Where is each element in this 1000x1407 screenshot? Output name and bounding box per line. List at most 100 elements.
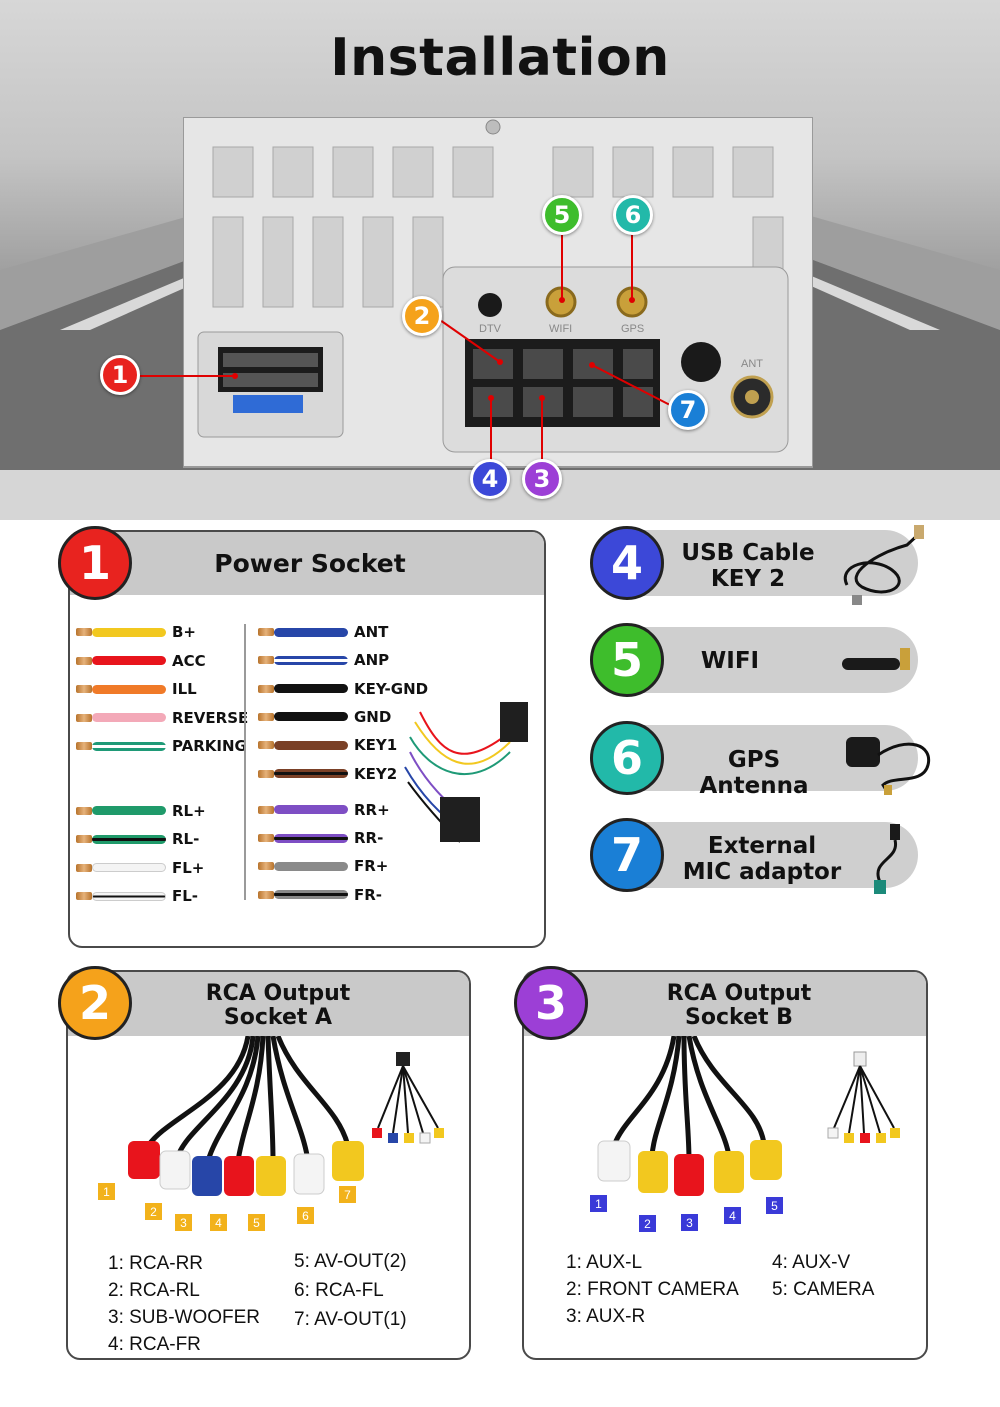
rca-socket-a-title: RCA Output Socket A	[178, 982, 378, 1030]
wire-insulation	[274, 890, 348, 900]
rca-socket-b-header	[524, 972, 926, 1036]
rca-socket-a-cable-image	[128, 1036, 364, 1196]
wire-acc	[76, 654, 166, 668]
rca-a-item: 5: AV-OUT(2)	[294, 1251, 407, 1272]
wire-insulation	[274, 861, 348, 871]
wire-tip	[76, 713, 92, 722]
rca-socket-a-badge: 2	[58, 966, 132, 1040]
wire-insulation	[92, 713, 166, 722]
rca-b-list-right: 4: AUX-V 5: CAMERA	[772, 1249, 874, 1303]
wire-label: B+	[172, 623, 197, 641]
rca-b-item: 1: AUX-L	[566, 1252, 643, 1273]
wire-insulation	[92, 863, 166, 872]
wifi-badge: 5	[590, 623, 664, 697]
wire-tip	[76, 806, 92, 815]
usb-cable-line2: KEY 2	[710, 566, 786, 592]
wire-rr-	[258, 803, 348, 817]
wire-label: ILL	[172, 680, 197, 698]
wire-label: REVERSE	[172, 708, 249, 727]
wifi-antenna-image	[842, 648, 910, 670]
wire-insulation	[92, 656, 166, 665]
gps-antenna-badge: 6	[590, 721, 664, 795]
wire-label: PARKING	[172, 737, 247, 755]
gps-label: GPS	[621, 323, 644, 335]
rca-socket-b-title-line2: Socket B	[685, 1005, 793, 1030]
wire-insulation	[274, 740, 348, 750]
wire-fl-	[76, 889, 166, 903]
wire-label: FL+	[172, 858, 205, 877]
wire-column-divider	[244, 624, 246, 900]
wire-insulation	[274, 833, 348, 843]
rca-socket-b-title-line1: RCA Output	[666, 981, 812, 1006]
page-title: Installation	[330, 28, 670, 88]
wire-insulation	[92, 741, 166, 751]
power-socket-badge: 1	[58, 526, 132, 600]
wire-insulation	[92, 806, 166, 815]
rca-socket-b-title: RCA Output Socket B	[639, 982, 839, 1030]
wire-tip	[258, 741, 274, 750]
rca-b-tag-4: 4	[724, 1207, 741, 1224]
wire-tip	[76, 628, 92, 636]
rca-socket-a-panel: RCA Output Socket A	[66, 970, 471, 1360]
wire-label: KEY-GND	[354, 679, 429, 698]
rca-a-item: 1: RCA-RR	[108, 1253, 204, 1274]
rca-a-tag-2: 2	[145, 1203, 162, 1220]
rca-a-tag-7: 7	[339, 1186, 356, 1203]
rca-a-tag-3: 3	[175, 1214, 192, 1231]
rca-b-item: 5: CAMERA	[772, 1279, 875, 1300]
rca-socket-b-cable-image	[597, 1036, 782, 1196]
mic-adaptor-line2: MIC adaptor	[682, 859, 842, 885]
wire-insulation	[274, 627, 348, 637]
wire-insulation	[92, 684, 166, 694]
wire-rr-	[258, 831, 348, 845]
harness-connector-image	[404, 702, 528, 843]
wire-key-gnd	[258, 682, 348, 696]
wire-insulation	[274, 712, 348, 722]
rca-a-list-right: 5: AV-OUT(2) 6: RCA-FL 7: AV-OUT(1)	[294, 1247, 407, 1334]
mic-adaptor-badge: 7	[590, 818, 664, 892]
callout-7: 7	[668, 390, 708, 430]
wire-tip	[258, 805, 274, 814]
usb-cable-badge: 4	[590, 526, 664, 600]
callout-1: 1	[100, 355, 140, 395]
wire-tip	[258, 684, 274, 693]
wire-tip	[258, 712, 274, 721]
wire-tip	[76, 892, 92, 900]
wire-gnd	[258, 710, 348, 724]
rca-socket-b-thumbnail	[827, 1051, 900, 1143]
rca-a-item: 4: RCA-FR	[108, 1334, 201, 1355]
rca-a-tag-4: 4	[210, 1214, 227, 1231]
wire-insulation	[274, 769, 348, 778]
wire-label: KEY2	[354, 764, 398, 783]
rca-socket-a-header	[68, 972, 469, 1036]
wire-label: RL-	[172, 830, 200, 848]
wire-b-	[76, 625, 166, 639]
wire-tip	[76, 835, 92, 843]
rca-a-tag-1: 1	[98, 1183, 115, 1200]
wire-tip	[258, 769, 274, 778]
rca-b-list-left: 1: AUX-L 2: FRONT CAMERA 3: AUX-R	[566, 1249, 739, 1330]
rca-b-item: 4: AUX-V	[772, 1252, 851, 1273]
wire-tip	[258, 890, 274, 899]
wire-tip	[258, 862, 274, 871]
usb-cable-image	[843, 525, 924, 605]
wifi-label: WIFI	[700, 648, 760, 674]
wire-tip	[76, 863, 92, 872]
mic-adaptor-label: External MIC adaptor	[680, 833, 844, 885]
wire-insulation	[274, 684, 348, 694]
wire-insulation	[92, 891, 166, 901]
wire-rl-	[76, 804, 166, 818]
rca-b-tag-2: 2	[639, 1215, 656, 1232]
power-socket-title: Power Socket	[214, 549, 406, 578]
wire-tip	[76, 685, 92, 693]
callout-5: 5	[542, 195, 582, 235]
wire-anp	[258, 653, 348, 667]
wire-label: GND	[354, 707, 392, 726]
callout-4: 4	[470, 459, 510, 499]
dtv-label: DTV	[479, 323, 502, 335]
rca-socket-a-title-line1: RCA Output	[205, 981, 351, 1006]
callout-lines	[140, 235, 671, 460]
hero-background: Installation DTV WIFI GPS ANT	[0, 0, 1000, 520]
rca-a-item: 3: SUB-WOOFER	[108, 1307, 261, 1328]
